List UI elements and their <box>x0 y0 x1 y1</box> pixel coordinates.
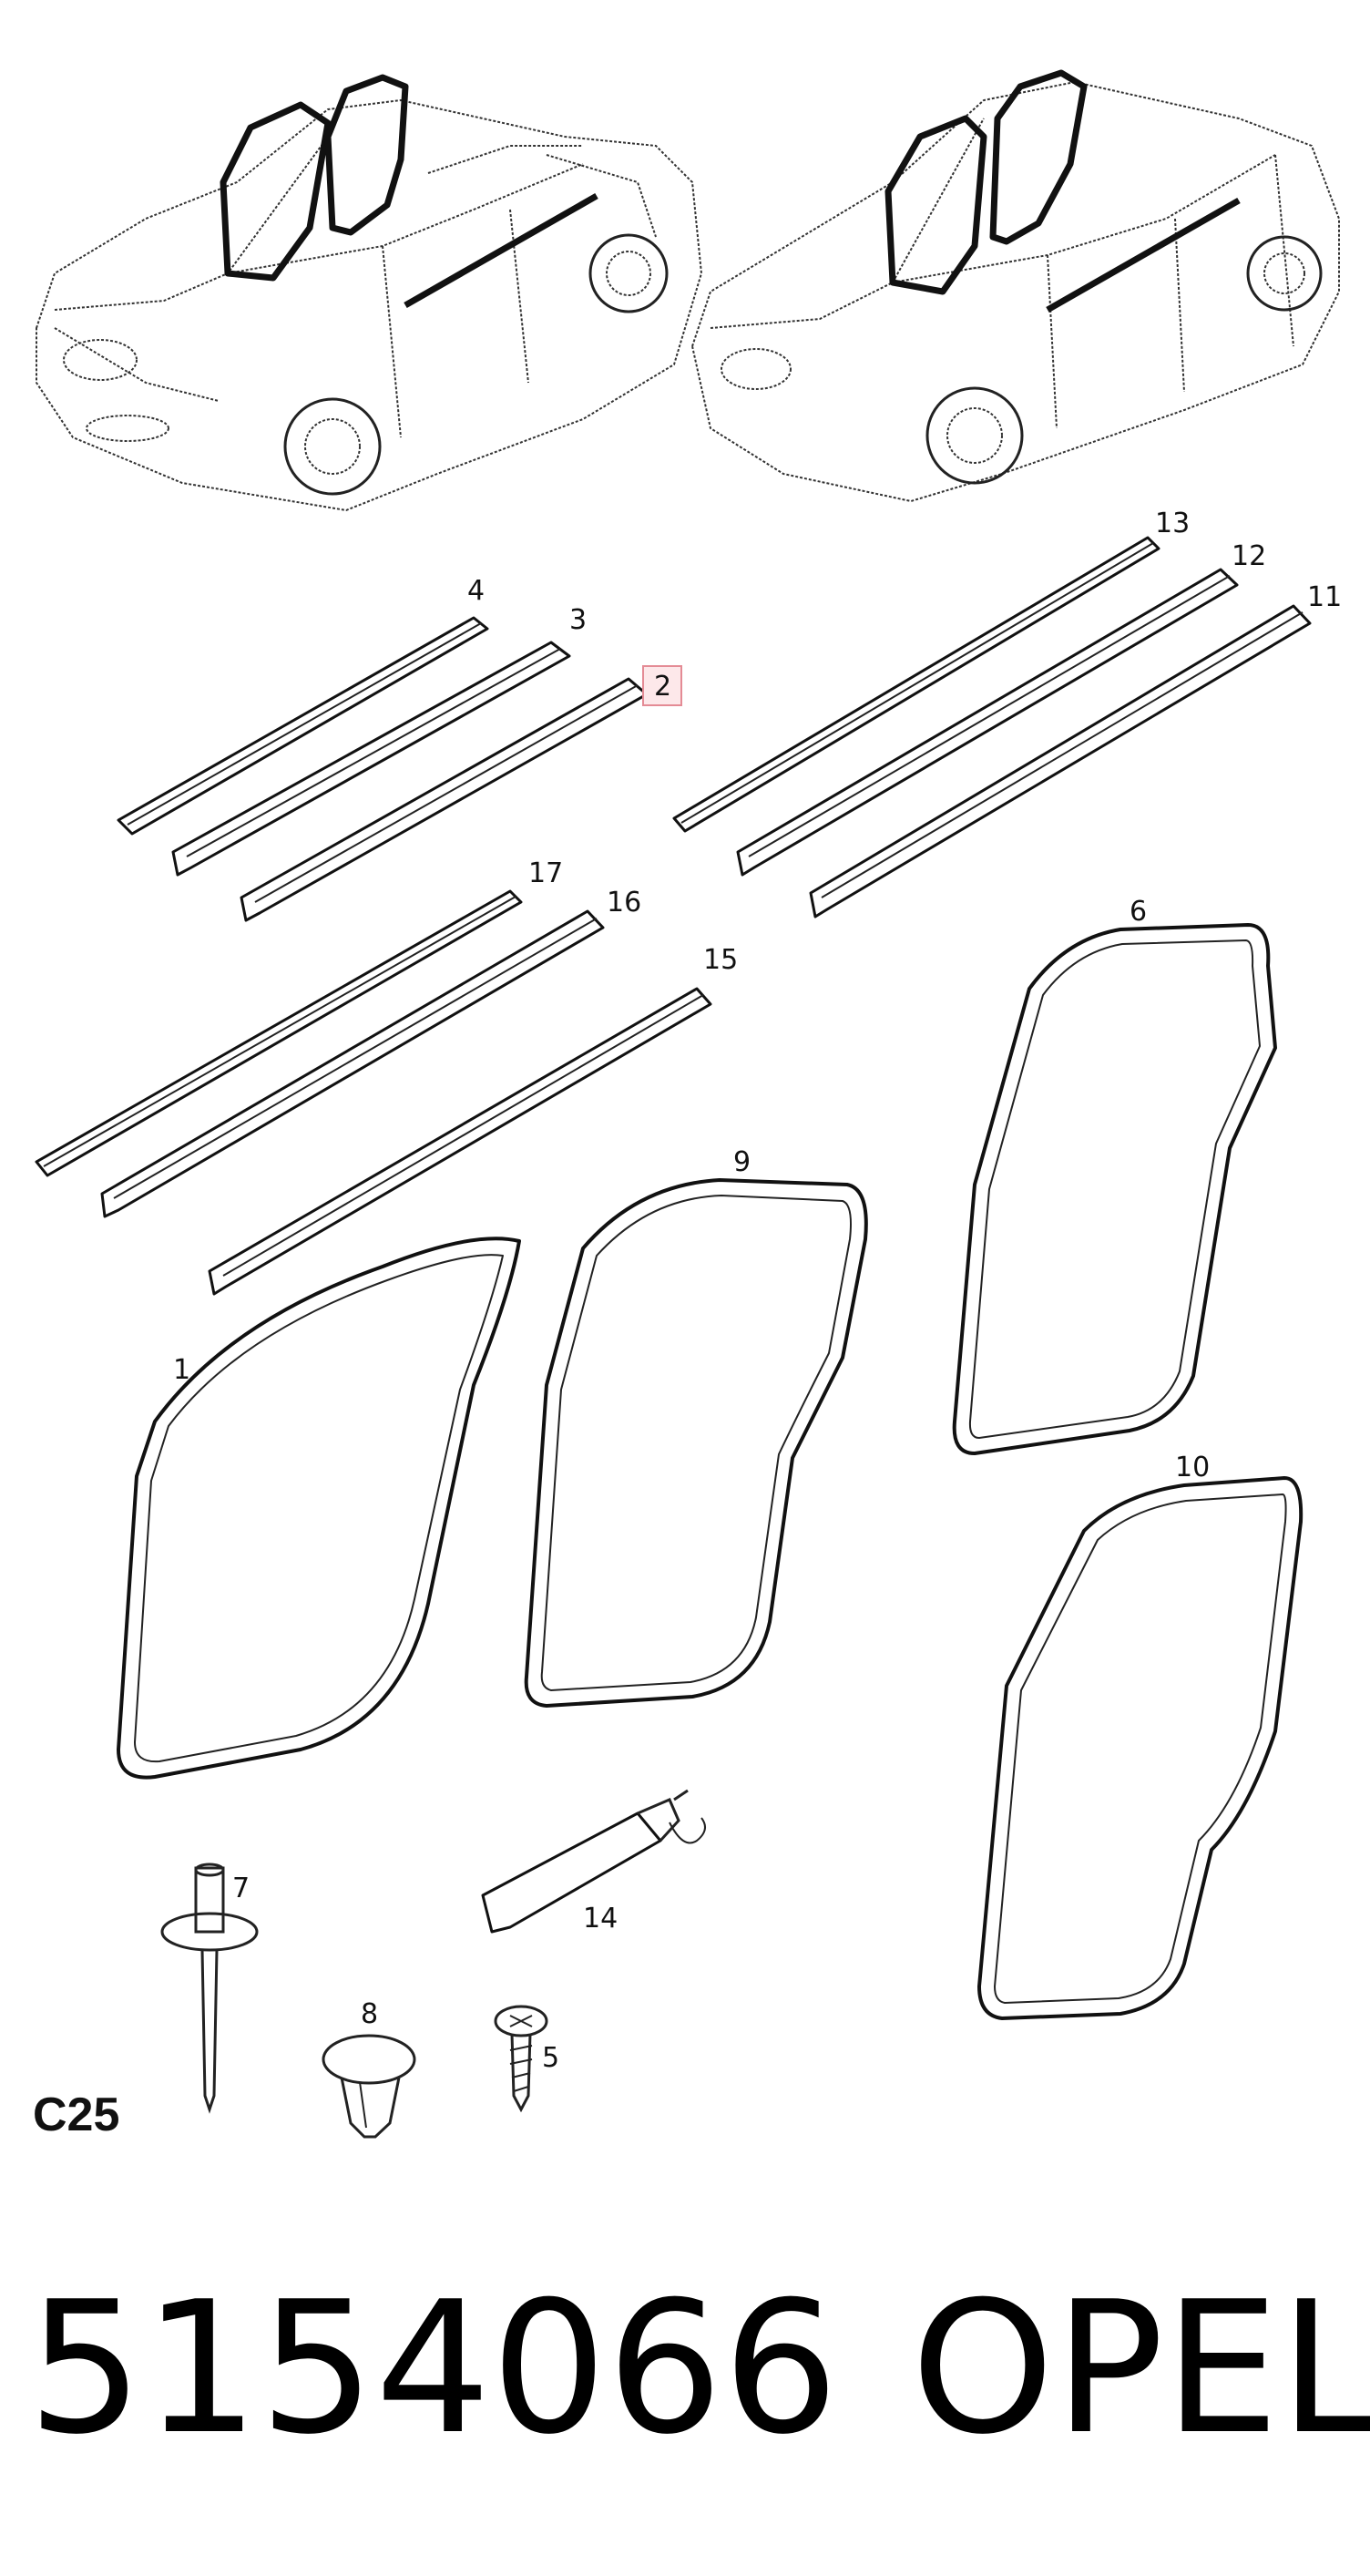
estate-illustration <box>690 69 1340 503</box>
part-number: 5154066 <box>27 2263 839 2475</box>
part-17-strip <box>35 889 523 1177</box>
highlight-box-part-2 <box>642 665 682 706</box>
estate-belt-strip <box>1046 197 1241 313</box>
label-part-11: 11 <box>1307 581 1342 613</box>
label-part-14: 14 <box>583 1903 618 1935</box>
label-part-2: 2 <box>654 671 671 703</box>
label-part-12: 12 <box>1232 540 1266 572</box>
part-11-strip <box>809 604 1312 919</box>
part-16-strip <box>100 909 605 1218</box>
part-4-strip <box>117 616 489 836</box>
part-9-door-seal <box>524 1178 868 1708</box>
estate-front-window-seal <box>884 115 987 295</box>
estate-rear-window-seal <box>989 69 1088 245</box>
part-13-strip <box>672 536 1160 833</box>
label-part-9: 9 <box>733 1146 751 1178</box>
brand-name: OPEL <box>911 2263 1370 2475</box>
part-5-screw <box>494 2005 548 2113</box>
part-10-door-seal <box>977 1476 1304 2020</box>
part-2-strip <box>240 677 649 922</box>
part-12-strip <box>736 568 1239 877</box>
label-part-5: 5 <box>542 2042 559 2074</box>
label-part-3: 3 <box>569 604 587 636</box>
sedan-rear-window-seal <box>324 74 409 236</box>
label-part-16: 16 <box>607 887 641 919</box>
part-15-strip <box>208 987 712 1296</box>
part-6-door-seal <box>952 923 1277 1455</box>
label-part-15: 15 <box>703 944 738 976</box>
label-part-1: 1 <box>173 1354 190 1386</box>
part-1-door-seal <box>117 1237 521 1780</box>
part-3-strip <box>171 641 571 877</box>
label-part-10: 10 <box>1175 1452 1210 1483</box>
label-part-4: 4 <box>467 575 485 607</box>
section-code: C25 <box>33 2089 119 2141</box>
part-8-clip <box>322 2034 416 2139</box>
label-part-7: 7 <box>232 1873 250 1904</box>
part-14-adhesive-tube <box>481 1789 706 1934</box>
label-part-6: 6 <box>1130 896 1147 928</box>
sedan-front-window-seal <box>220 101 332 282</box>
label-part-17: 17 <box>528 857 563 889</box>
sedan-illustration <box>36 74 703 512</box>
label-part-8: 8 <box>361 1998 378 2030</box>
sedan-belt-strip <box>404 192 598 309</box>
label-part-13: 13 <box>1155 508 1190 539</box>
part-7-rivet <box>160 1863 259 2114</box>
